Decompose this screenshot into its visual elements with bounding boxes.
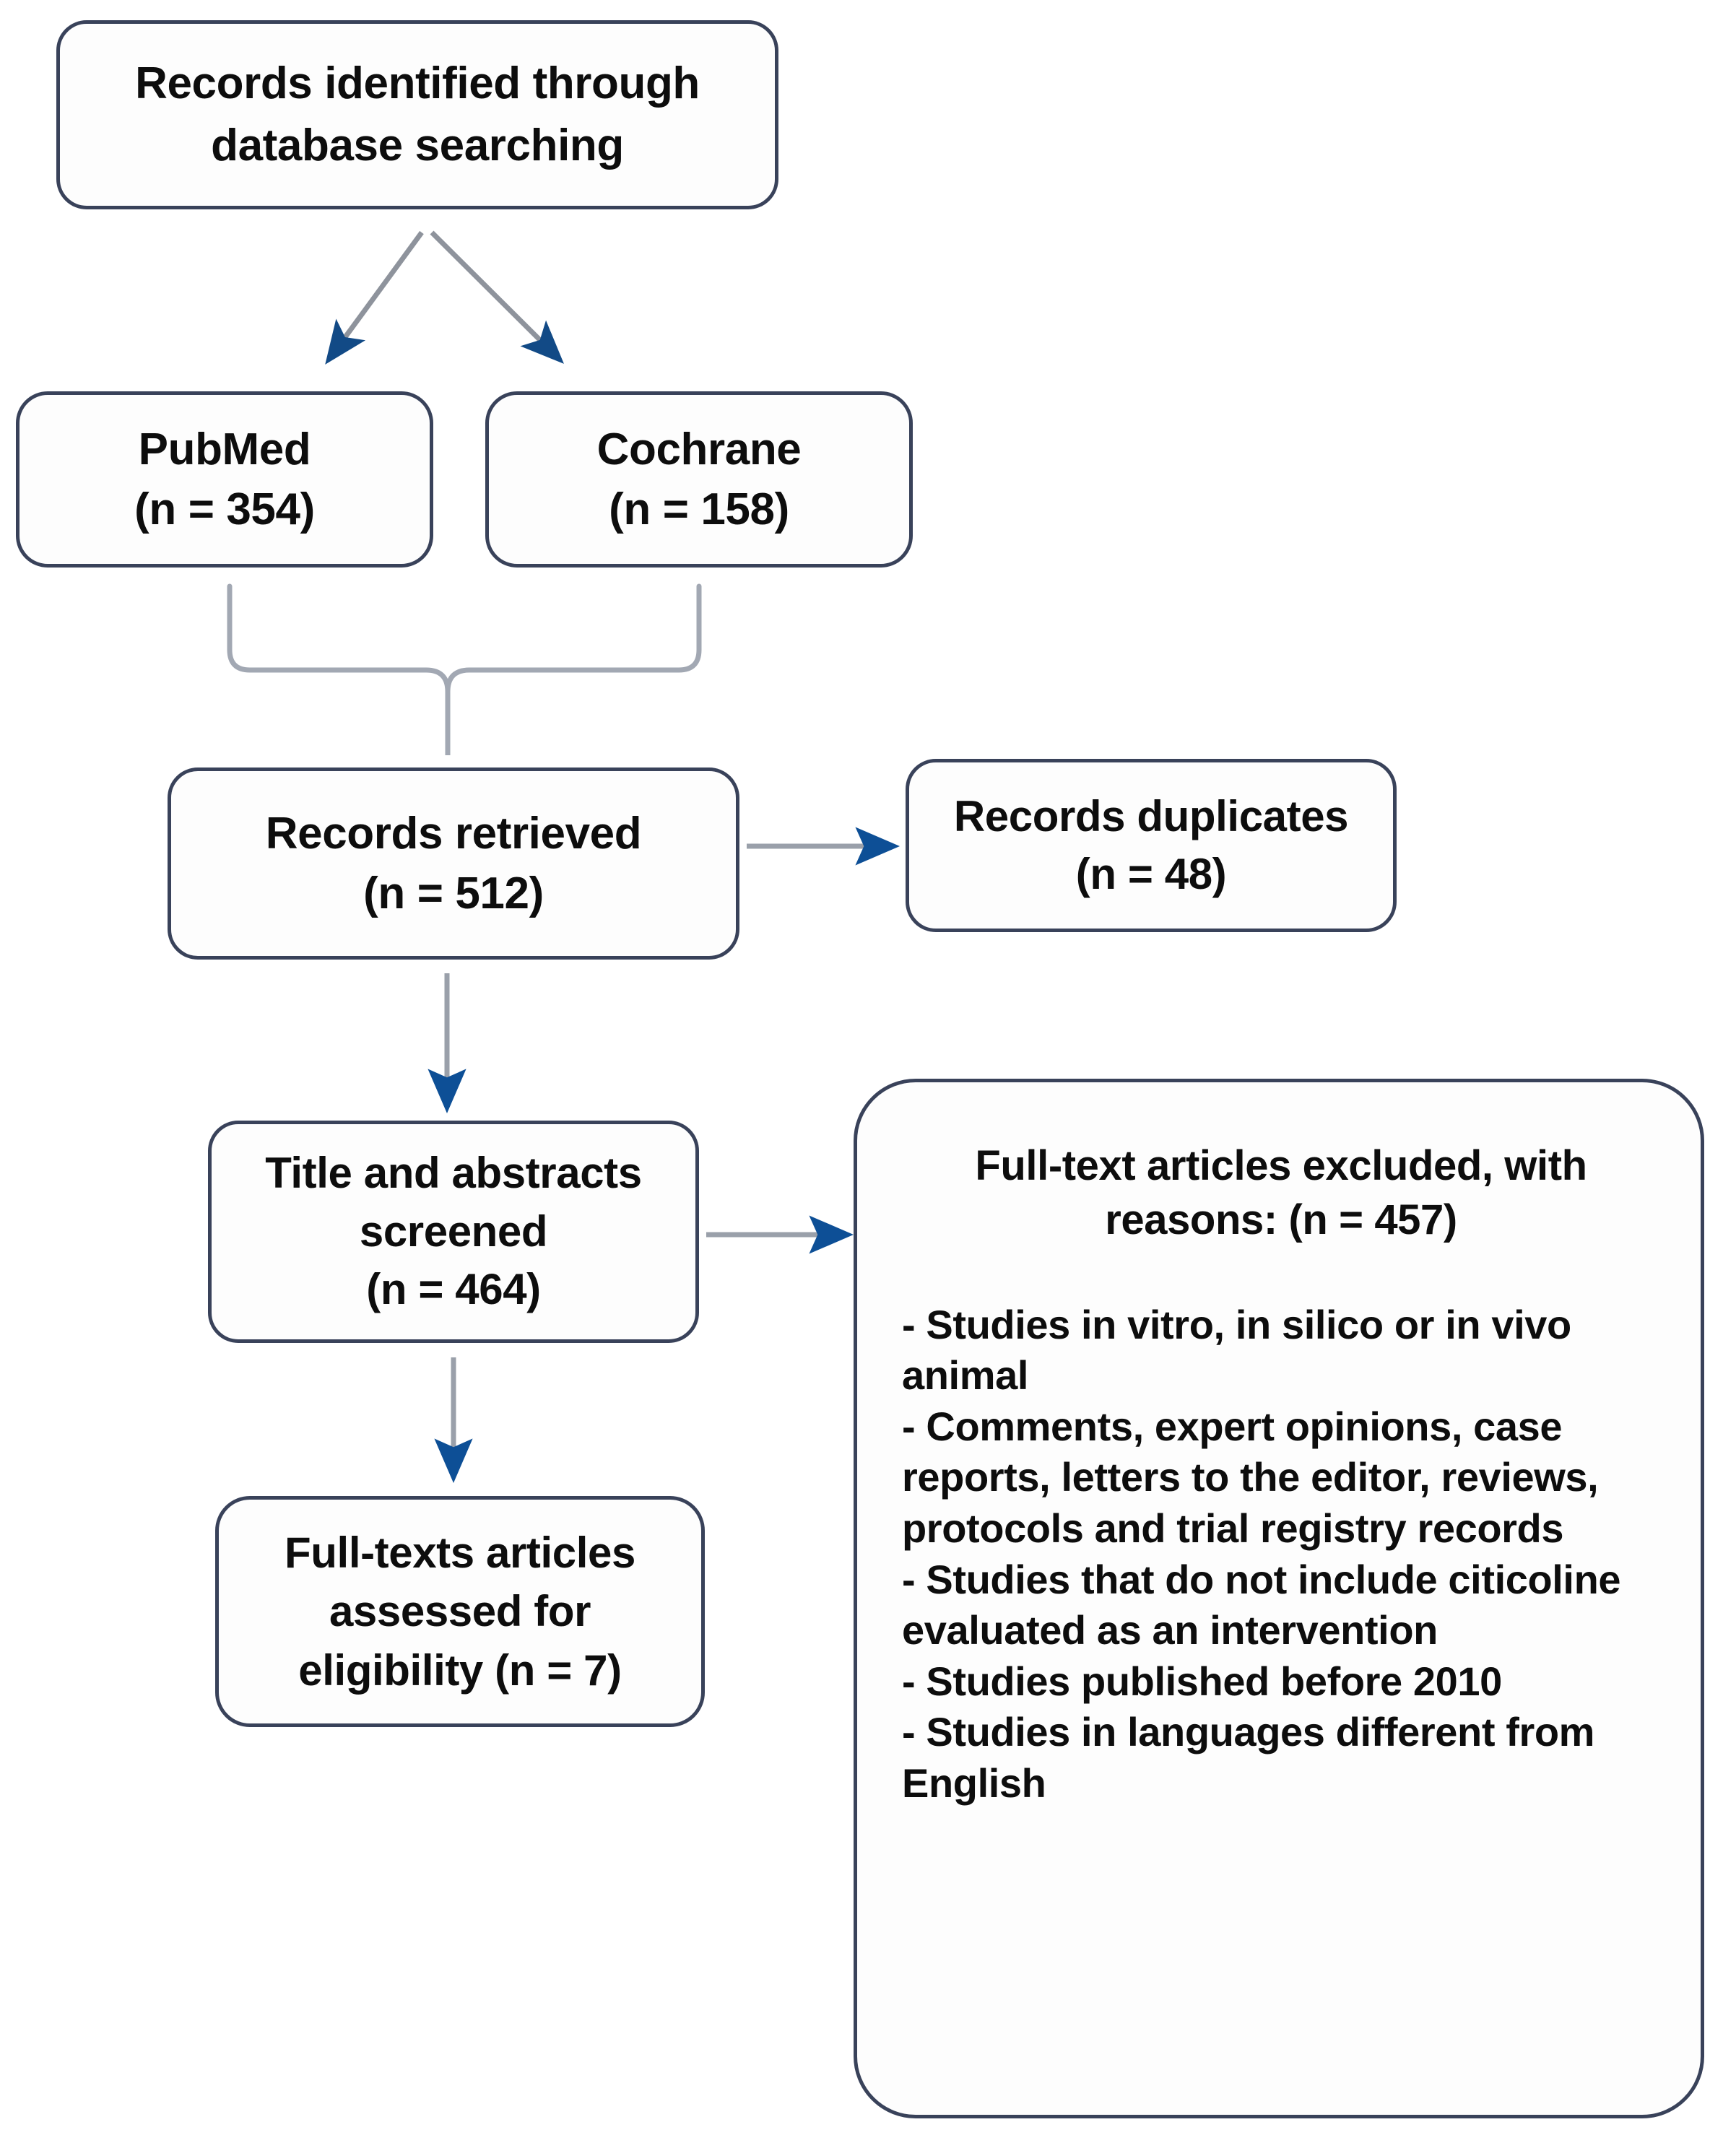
connector-identified-to-pubmed [325, 230, 424, 365]
node-excluded-reason-item: - Studies that do not include citicoline… [902, 1556, 1621, 1653]
node-fulltext-line1: Full-texts articles [285, 1528, 635, 1577]
node-excluded-reason-item: - Comments, expert opinions, case report… [902, 1403, 1599, 1551]
node-records-duplicates-count: (n = 48) [1075, 850, 1227, 898]
node-records-duplicates[interactable]: Records duplicates (n = 48) [906, 759, 1397, 932]
node-records-identified-line2: database searching [211, 121, 624, 170]
node-title-abstracts-screened[interactable]: Title and abstracts screened (n = 464) [208, 1121, 699, 1343]
node-excluded-heading-line1: Full-text articles excluded, with [975, 1142, 1587, 1189]
node-fulltext-assessed[interactable]: Full-texts articles assessed for eligibi… [215, 1496, 705, 1727]
node-excluded-heading: Full-text articles excluded, with reason… [919, 1139, 1643, 1248]
connector-sources-merge-brace [227, 583, 702, 755]
node-records-retrieved[interactable]: Records retrieved (n = 512) [168, 768, 739, 960]
node-fulltext-line3: eligibility (n = 7) [298, 1645, 622, 1695]
node-screened-line1: Title and abstracts [265, 1149, 642, 1198]
node-records-retrieved-label: Records retrieved [265, 808, 642, 858]
node-fulltext-excluded[interactable]: Full-text articles excluded, with reason… [854, 1079, 1704, 2118]
node-excluded-reason-item: - Studies published before 2010 [902, 1658, 1502, 1704]
node-excluded-reason-item: - Studies in languages different from En… [902, 1709, 1595, 1806]
node-pubmed[interactable]: PubMed (n = 354) [16, 391, 433, 568]
node-records-identified-line1: Records identified through [135, 58, 700, 109]
node-excluded-reason-list: - Studies in vitro, in silico or in vivo… [902, 1300, 1660, 1809]
node-records-identified[interactable]: Records identified through database sear… [56, 20, 778, 209]
node-cochrane-label: Cochrane [596, 424, 802, 474]
node-cochrane-count: (n = 158) [609, 484, 789, 534]
node-pubmed-count: (n = 354) [134, 484, 315, 534]
node-excluded-heading-line2: reasons: (n = 457) [1105, 1196, 1457, 1244]
node-screened-line2: screened [359, 1206, 548, 1256]
node-records-retrieved-count: (n = 512) [363, 869, 544, 918]
node-excluded-reason-item: - Studies in vitro, in silico or in vivo… [902, 1301, 1571, 1399]
node-records-duplicates-label: Records duplicates [953, 791, 1349, 840]
node-fulltext-line2: assessed for [329, 1587, 591, 1636]
node-screened-count: (n = 464) [366, 1265, 541, 1314]
node-cochrane[interactable]: Cochrane (n = 158) [485, 391, 913, 568]
node-pubmed-label: PubMed [138, 424, 311, 474]
connector-identified-to-cochrane [430, 230, 564, 364]
